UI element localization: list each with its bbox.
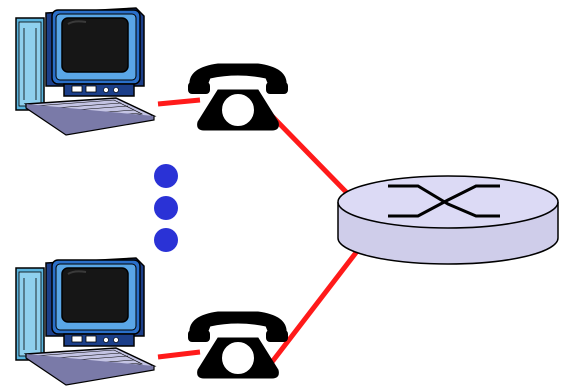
- telephone-icon: [187, 311, 289, 379]
- telephone-icon: [187, 63, 289, 131]
- ellipsis-dots: [154, 164, 178, 252]
- ellipsis-dot: [154, 228, 178, 252]
- desktop-computer-icon: [15, 257, 155, 386]
- router-icon: [337, 175, 559, 265]
- desktop-computer-icon: [15, 7, 155, 136]
- link-phone-top-to-router: [268, 112, 352, 198]
- ellipsis-dot: [154, 164, 178, 188]
- link-computer-bottom-to-phone-bottom: [157, 349, 201, 360]
- link-computer-top-to-phone-top: [157, 97, 201, 107]
- link-phone-bottom-to-router: [270, 248, 360, 364]
- ellipsis-dot: [154, 196, 178, 220]
- links-layer: [157, 97, 360, 364]
